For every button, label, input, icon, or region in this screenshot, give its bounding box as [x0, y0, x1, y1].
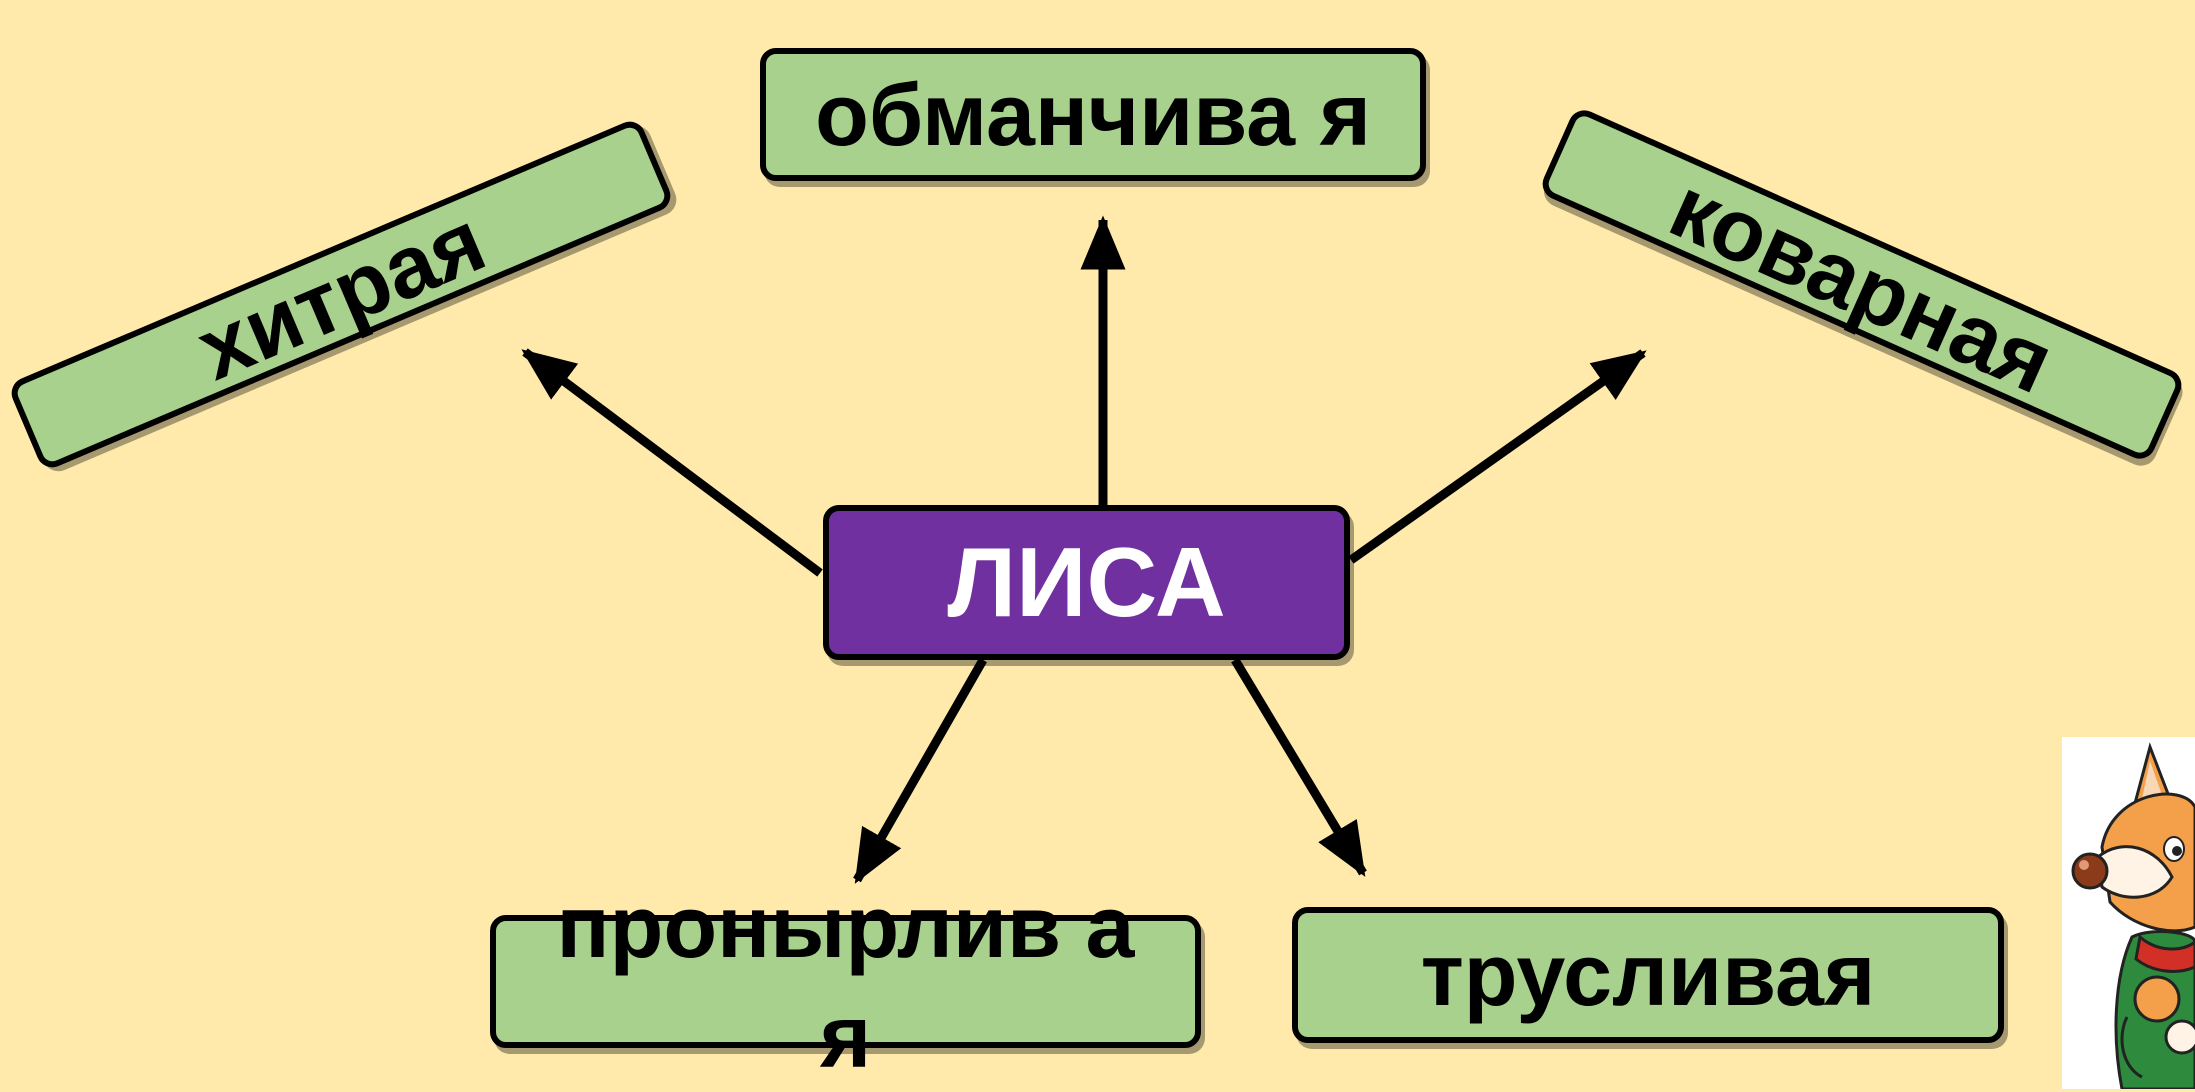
arrow-to-kovarnaya [1348, 349, 1647, 564]
node-truslivaya-label: трусливая [1420, 925, 1876, 1024]
node-pronyrlivaya: пронырлив ая [490, 877, 1201, 1086]
node-pronyrlivaya-label: пронырлив ая [556, 876, 1135, 1086]
node-obmanchivaya: обманчива я [760, 48, 1426, 181]
node-truslivaya: трусливая [1292, 907, 2004, 1043]
node-obmanchivaya-label: обманчива я [815, 64, 1371, 164]
center-node: ЛИСА [823, 505, 1350, 660]
fox-icon [2071, 742, 2195, 1089]
arrow-to-truslivaya [1231, 657, 1367, 877]
arrow-to-hitraya [521, 348, 823, 577]
center-label: ЛИСА [947, 527, 1226, 637]
arrow-to-pronyrlivaya [853, 657, 987, 884]
fox-mascot-image [2062, 737, 2195, 1089]
